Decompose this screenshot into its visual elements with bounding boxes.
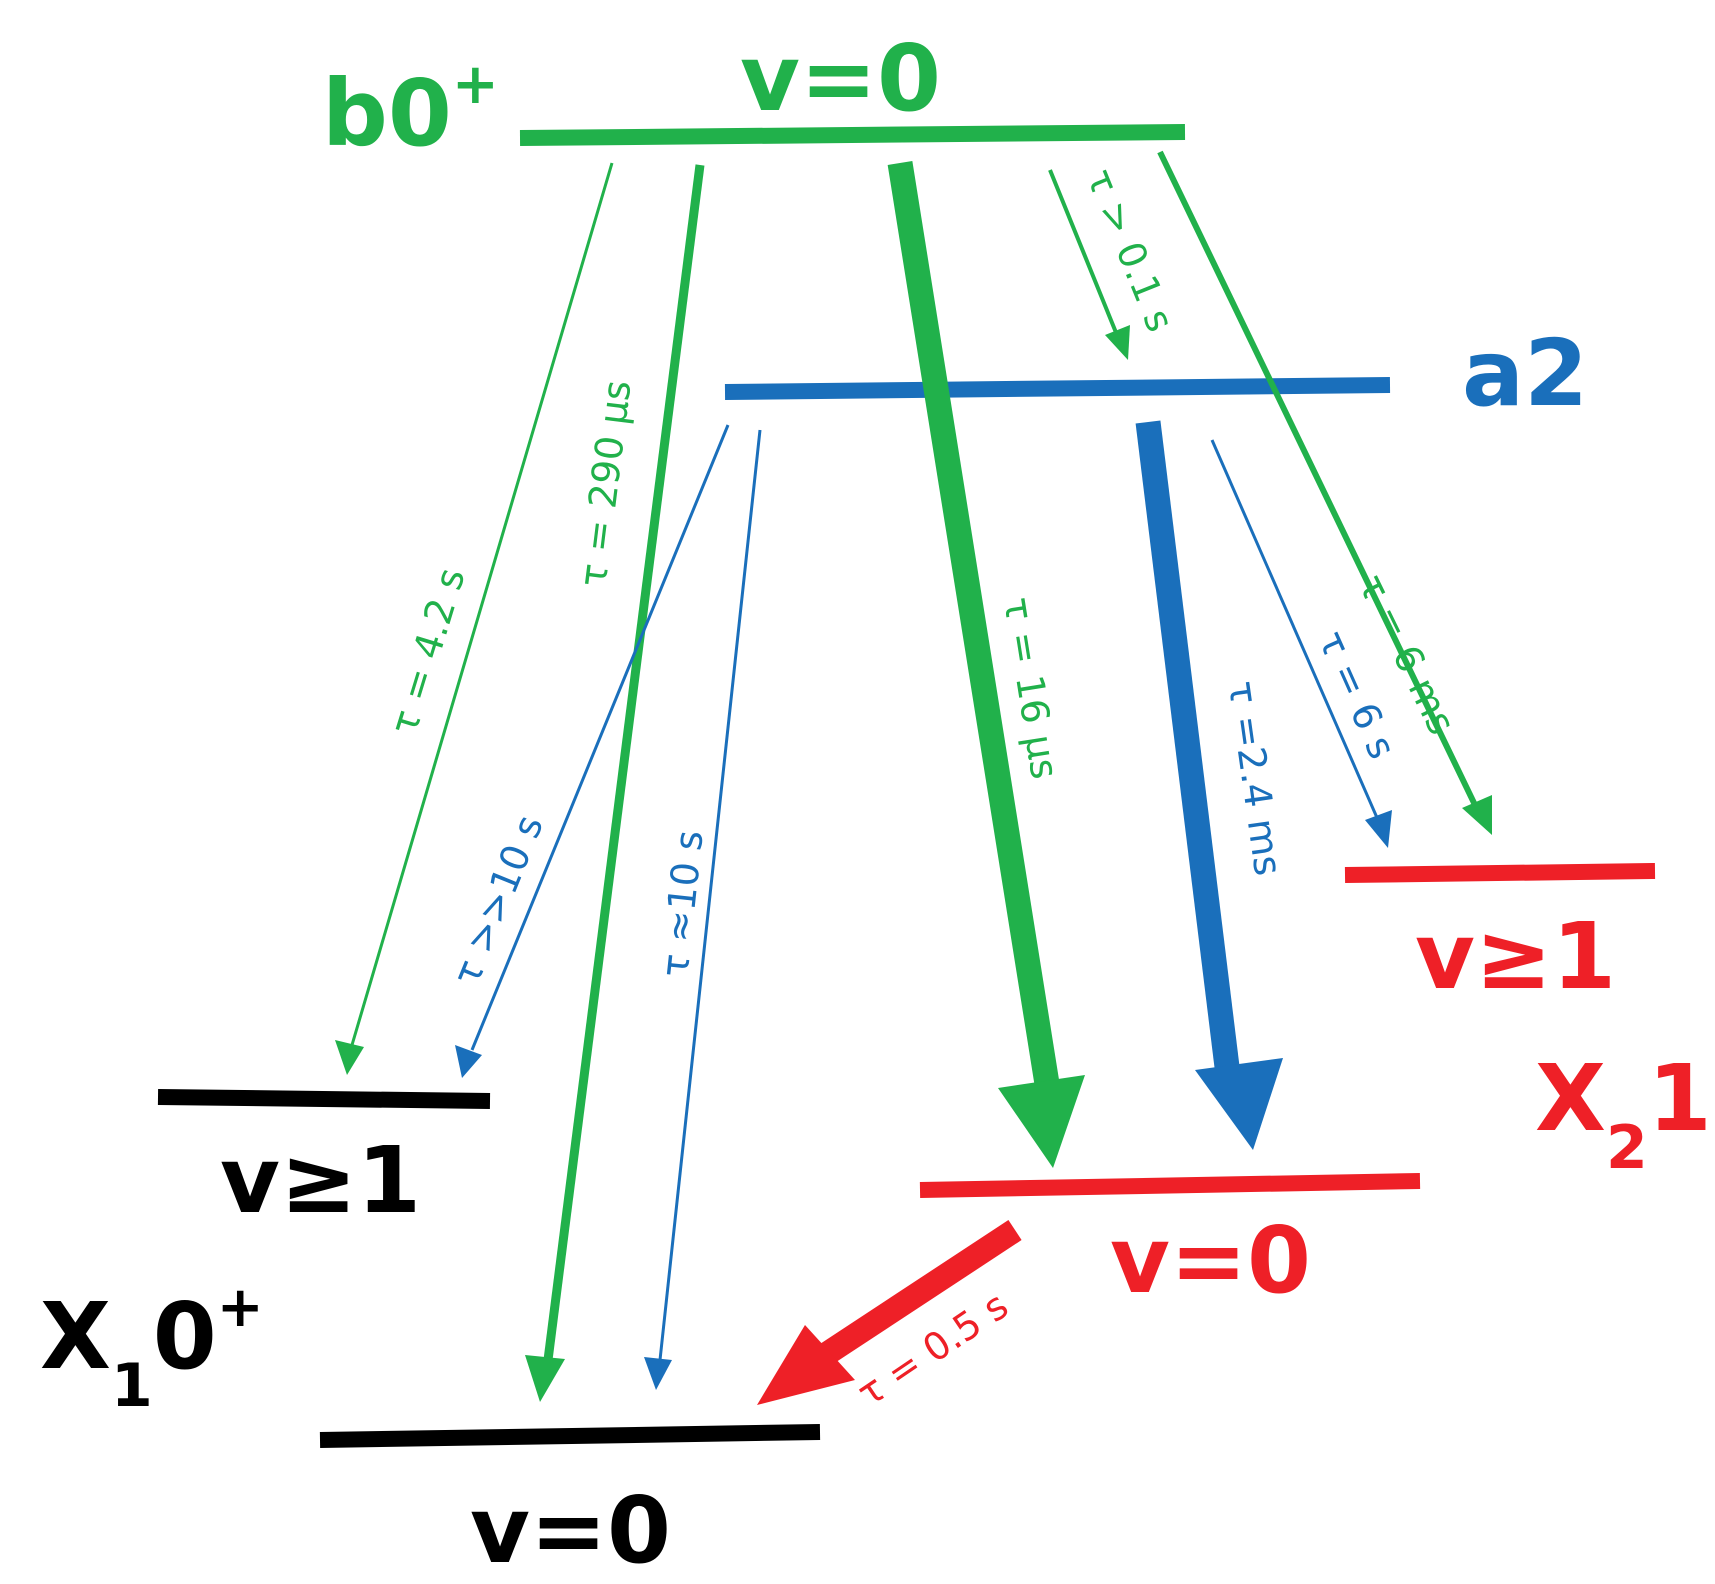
label-b0-level: v=0 [740, 25, 941, 132]
lifetime-a2-to-x2v0: τ =2.4 ms [1219, 678, 1290, 878]
arrow-x2v0-to-x1v0 [757, 1219, 1022, 1405]
lifetime-b0-to-a2: τ > 0.1 s [1078, 163, 1183, 338]
lifetime-x2v0-to-x1v0: τ = 0.5 s [849, 1283, 1016, 1415]
level-x1-v1 [157, 1089, 491, 1109]
label-x1-state: X10+ [40, 1275, 264, 1421]
level-x1-v0 [319, 1424, 821, 1448]
arrow-b0-to-x1v0 [525, 164, 705, 1402]
label-x1-lower-level: v=0 [470, 1477, 671, 1584]
level-b0-v0 [519, 124, 1186, 146]
arrow-a2-to-x1v0 [644, 429, 762, 1390]
lifetime-b0-to-x1v1: τ = 4.2 s [382, 563, 474, 740]
level-x2-v0 [919, 1173, 1421, 1198]
level-a2 [724, 377, 1391, 400]
label-x1-upper-level: v≥1 [220, 1127, 421, 1234]
arrow-b0-to-x2v0 [887, 161, 1085, 1168]
label-x2-lower-level: v=0 [1110, 1207, 1311, 1314]
arrow-a2-to-x1v1 [455, 424, 730, 1078]
label-a2-state: a2 [1462, 320, 1588, 427]
label-x2-state: X21 [1535, 1045, 1712, 1183]
arrow-b0-to-a2 [1048, 169, 1130, 360]
label-b0-state: b0+ [322, 52, 499, 167]
lifetime-b0-to-x1v0: τ = 290 µs [571, 378, 640, 589]
level-x2-v1 [1344, 863, 1656, 883]
arrow-b0-to-x1v1 [335, 162, 614, 1075]
lifetime-a2-to-x1v1: τ >>10 s [444, 809, 552, 991]
arrow-a2-to-x2v1 [1210, 439, 1392, 848]
arrow-a2-to-x2v0 [1135, 420, 1283, 1150]
label-x2-upper-level: v≥1 [1415, 903, 1616, 1010]
arrow-b0-to-x2v1 [1157, 150, 1492, 835]
